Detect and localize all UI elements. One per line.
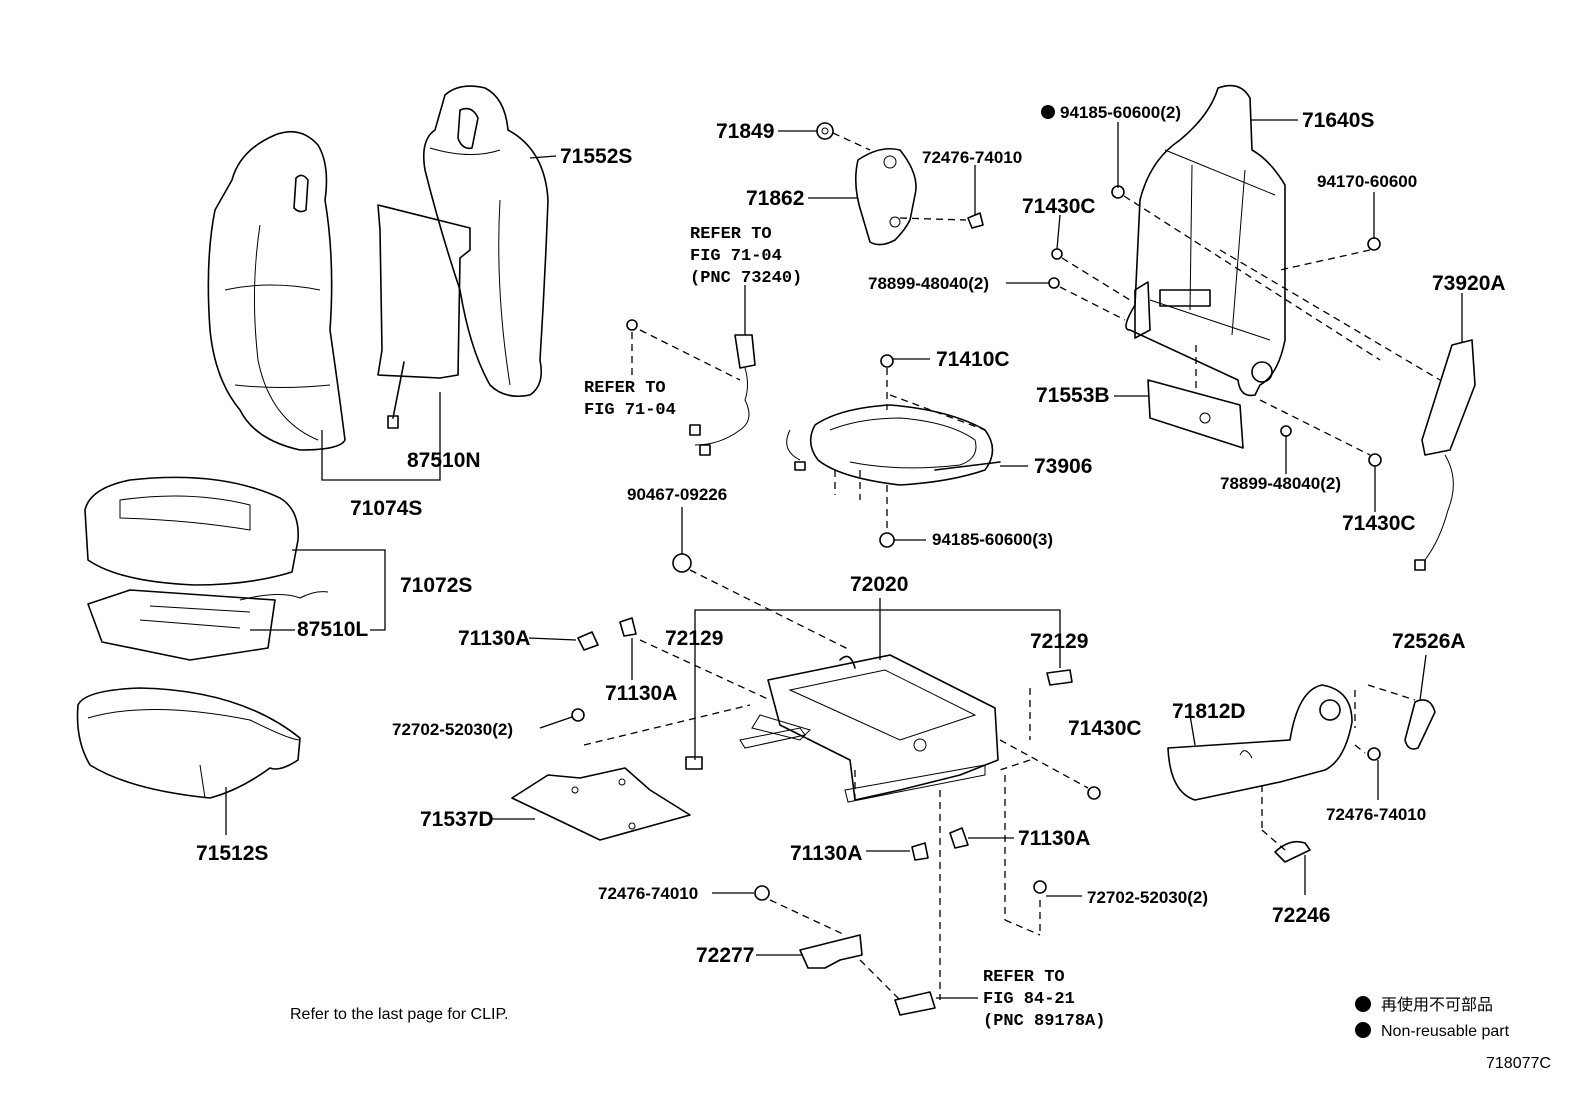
label-72476-74010-a: 72476-74010 [922,148,1022,167]
legend-jp: 再使用不可部品 [1381,996,1493,1014]
label-72277: 72277 [696,944,754,967]
ref-89178A-line1: REFER TO [983,968,1065,987]
figure-code: 718077C [1486,1055,1551,1072]
label-71130A-d: 71130A [1018,827,1090,850]
label-73920A: 73920A [1432,272,1506,295]
label-71130A-c: 71130A [790,842,862,865]
label-78899-48040-2b: 78899-48040(2) [1220,474,1341,493]
seat-back-frame [1125,84,1286,397]
knob-72246 [1274,840,1311,863]
seat-back-cover-front [207,130,346,451]
label-72020: 72020 [850,573,908,596]
label-87510L: 87510L [297,618,368,641]
non-reusable-markers [1041,105,1371,1038]
seat-cushion-pad [76,687,301,799]
label-71862: 71862 [746,187,804,210]
label-71074S: 71074S [350,497,422,520]
label-71537D: 71537D [420,808,494,831]
seat-cushion-heater [87,589,329,661]
ref-89178A-line2: FIG 84-21 [983,990,1075,1009]
label-71430C-c: 71430C [1068,717,1142,740]
leader-lines [225,119,1463,999]
label-72702-52030-2a: 72702-52030(2) [392,720,513,739]
ref-89178A-line3: (PNC 89178A) [983,1012,1105,1031]
label-71130A-a: 71130A [458,627,530,650]
label-72476-74010-c: 72476-74010 [598,884,698,903]
ref-73240-line1: REFER TO [690,225,772,244]
label-71430C-a: 71430C [1022,195,1096,218]
label-71552S: 71552S [560,145,632,168]
label-71512S: 71512S [196,842,268,865]
seat-back-pad-panel [377,204,471,429]
cushion-pan [511,767,691,841]
assembly-lines [583,132,1441,1001]
ref-73240-line3: (PNC 73240) [690,269,802,288]
recliner-lever-72526A [1404,699,1436,750]
label-71553B: 71553B [1036,384,1110,407]
ref-71-04-line1: REFER TO [584,379,666,398]
label-87510N: 87510N [407,449,481,472]
label-94185-60600-2: 94185-60600(2) [1060,103,1181,122]
label-72129-a: 72129 [665,627,723,650]
seat-belt-buckle [689,334,756,456]
label-94170-60600: 94170-60600 [1317,172,1417,191]
footnote: Refer to the last page for CLIP. [290,1006,509,1023]
side-cover-71862 [854,147,917,246]
side-airbag [1414,339,1476,571]
label-78899-48040-2a: 78899-48040(2) [868,274,989,293]
cushion-frame-pad [786,404,1001,486]
seat-cushion-cover [84,476,299,586]
legend-en: Non-reusable part [1381,1023,1510,1040]
label-72526A: 72526A [1392,630,1466,653]
ref-73240-line2: FIG 71-04 [690,247,782,266]
reference-notes: REFER TO FIG 71-04 (PNC 73240) REFER TO … [584,225,1105,1031]
label-94185-60600-3: 94185-60600(3) [932,530,1053,549]
label-71812D: 71812D [1172,700,1246,723]
seat-back-cover-rear [422,85,549,398]
label-71849: 71849 [716,120,774,143]
seat-adjuster-frame [739,654,999,803]
fasteners [571,122,1382,901]
label-71430C-b: 71430C [1342,512,1416,535]
label-90467-09226: 90467-09226 [627,485,727,504]
label-71640S: 71640S [1302,109,1374,132]
label-71072S: 71072S [400,574,472,597]
label-71130A-b: 71130A [605,682,677,705]
back-board-cover [1147,379,1244,449]
label-72246: 72246 [1272,904,1330,927]
ref-71-04-line2: FIG 71-04 [584,401,676,420]
label-73906: 73906 [1034,455,1092,478]
outer-shield [1167,684,1353,801]
part-labels: 71552S 87510N 71074S 71072S 87510L 71512… [196,103,1506,967]
label-72476-74010-b: 72476-74010 [1326,805,1426,824]
label-72129-b: 72129 [1030,630,1088,653]
connector-89178A [894,991,936,1016]
lever-72277 [799,934,863,969]
label-71410C: 71410C [936,348,1010,371]
label-72702-52030-2b: 72702-52030(2) [1087,888,1208,907]
